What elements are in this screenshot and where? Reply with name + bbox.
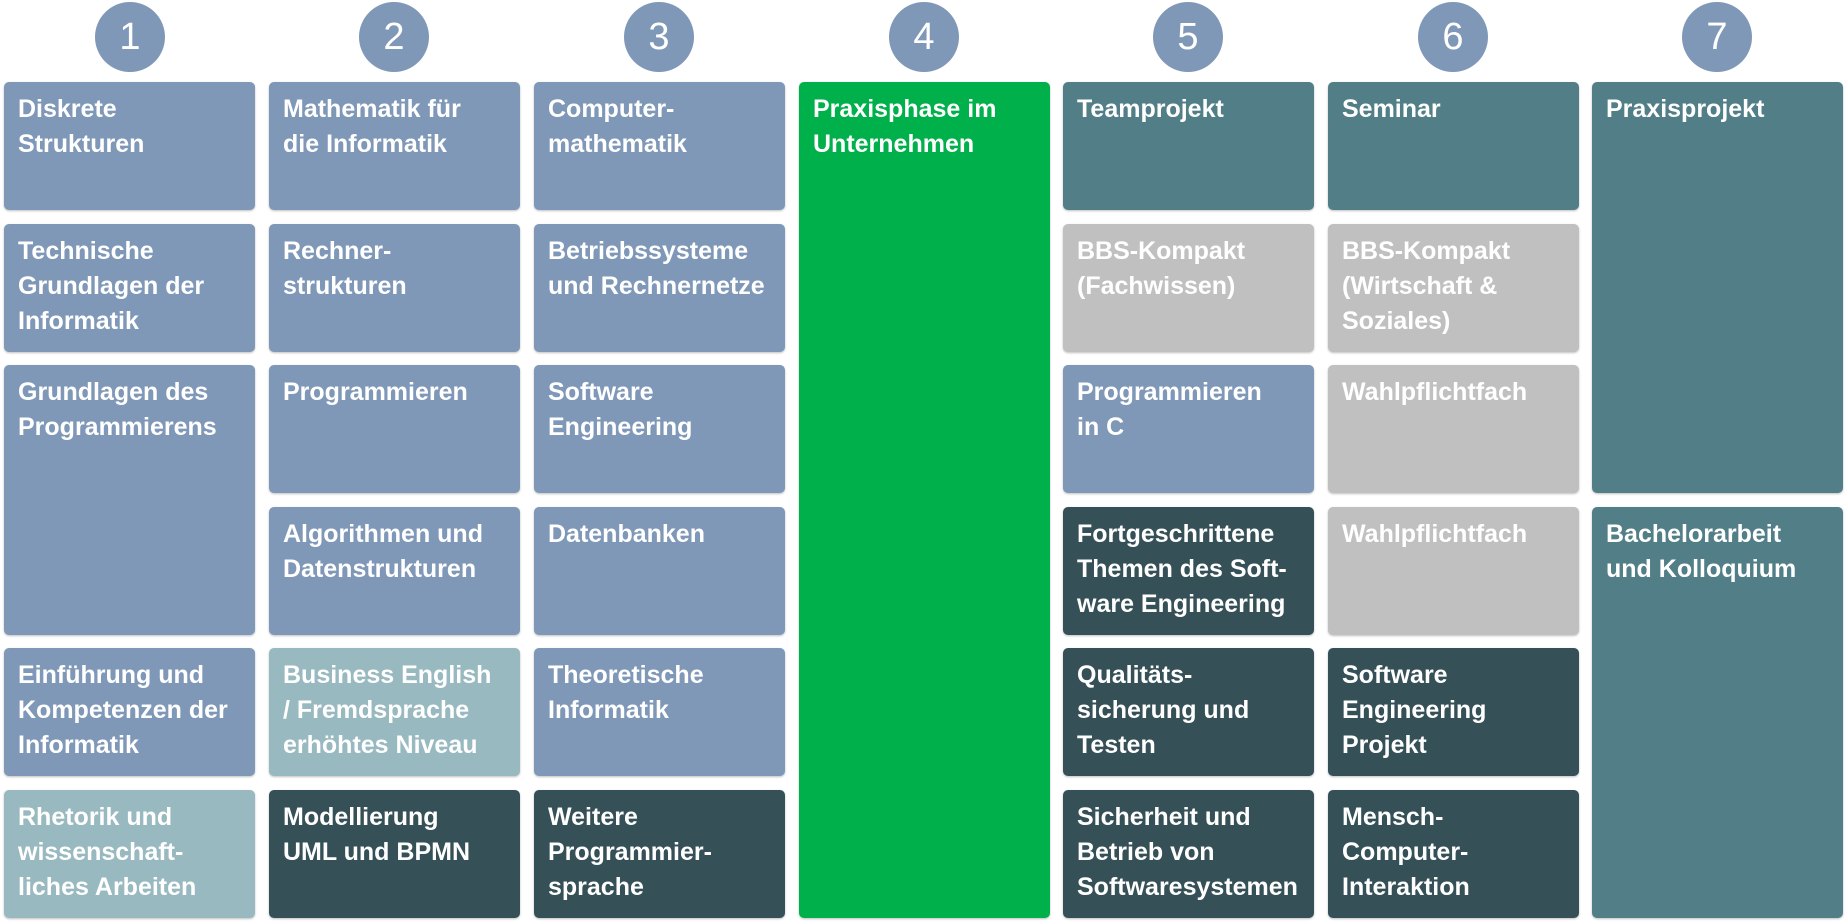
module-modellierung-uml: Modellierung UML und BPMN — [269, 790, 520, 918]
semester-7-badge: 7 — [1682, 2, 1752, 72]
semester-6-badge: 6 — [1418, 2, 1488, 72]
module-bachelorarbeit: Bachelorarbeit und Kolloquium — [1592, 507, 1843, 918]
module-datenbanken: Datenbanken — [534, 507, 785, 635]
module-sicherheit-betrieb: Sicherheit und Betrieb von Softwaresyste… — [1063, 790, 1314, 918]
module-computermathematik: Computer- mathematik — [534, 82, 785, 210]
module-qualitaetssicherung: Qualitäts- sicherung und Testen — [1063, 648, 1314, 776]
module-mensch-computer-interaktion: Mensch- Computer- Interaktion — [1328, 790, 1579, 918]
module-praxisphase: Praxisphase im Unternehmen — [799, 82, 1050, 918]
module-software-engineering: Software Engineering — [534, 365, 785, 493]
module-teamprojekt: Teamprojekt — [1063, 82, 1314, 210]
module-weitere-programmiersprache: Weitere Programmier- sprache — [534, 790, 785, 918]
module-wahlpflichtfach-1: Wahlpflichtfach — [1328, 365, 1579, 493]
module-praxisprojekt: Praxisprojekt — [1592, 82, 1843, 493]
module-einfuehrung-kompetenzen: Einführung und Kompetenzen der Informati… — [4, 648, 255, 776]
module-wahlpflichtfach-2: Wahlpflichtfach — [1328, 507, 1579, 635]
semester-2-badge: 2 — [359, 2, 429, 72]
module-business-english: Business English / Fremdsprache erhöhtes… — [269, 648, 520, 776]
semester-5-badge: 5 — [1153, 2, 1223, 72]
module-bbs-fachwissen: BBS-Kompakt (Fachwissen) — [1063, 224, 1314, 352]
semester-3-badge: 3 — [624, 2, 694, 72]
module-programmieren-c: Programmieren in C — [1063, 365, 1314, 493]
module-fortgeschrittene-themen: Fortgeschrittene Themen des Soft- ware E… — [1063, 507, 1314, 635]
module-betriebssysteme: Betriebssysteme und Rechnernetze — [534, 224, 785, 352]
module-technische-grundlagen: Technische Grundlagen der Informatik — [4, 224, 255, 352]
module-mathematik-informatik: Mathematik für die Informatik — [269, 82, 520, 210]
module-rhetorik: Rhetorik und wissenschaft- liches Arbeit… — [4, 790, 255, 918]
semester-4-badge: 4 — [889, 2, 959, 72]
module-algorithmen-datenstrukturen: Algorithmen und Datenstrukturen — [269, 507, 520, 635]
semester-1-badge: 1 — [95, 2, 165, 72]
module-diskrete-strukturen: Diskrete Strukturen — [4, 82, 255, 210]
module-bbs-wirtschaft: BBS-Kompakt (Wirtschaft & Soziales) — [1328, 224, 1579, 352]
module-grundlagen-programmierens: Grundlagen des Programmierens — [4, 365, 255, 635]
module-software-engineering-projekt: Software Engineering Projekt — [1328, 648, 1579, 776]
module-seminar: Seminar — [1328, 82, 1579, 210]
module-programmieren: Programmieren — [269, 365, 520, 493]
module-theoretische-informatik: Theoretische Informatik — [534, 648, 785, 776]
module-rechnerstrukturen: Rechner- strukturen — [269, 224, 520, 352]
